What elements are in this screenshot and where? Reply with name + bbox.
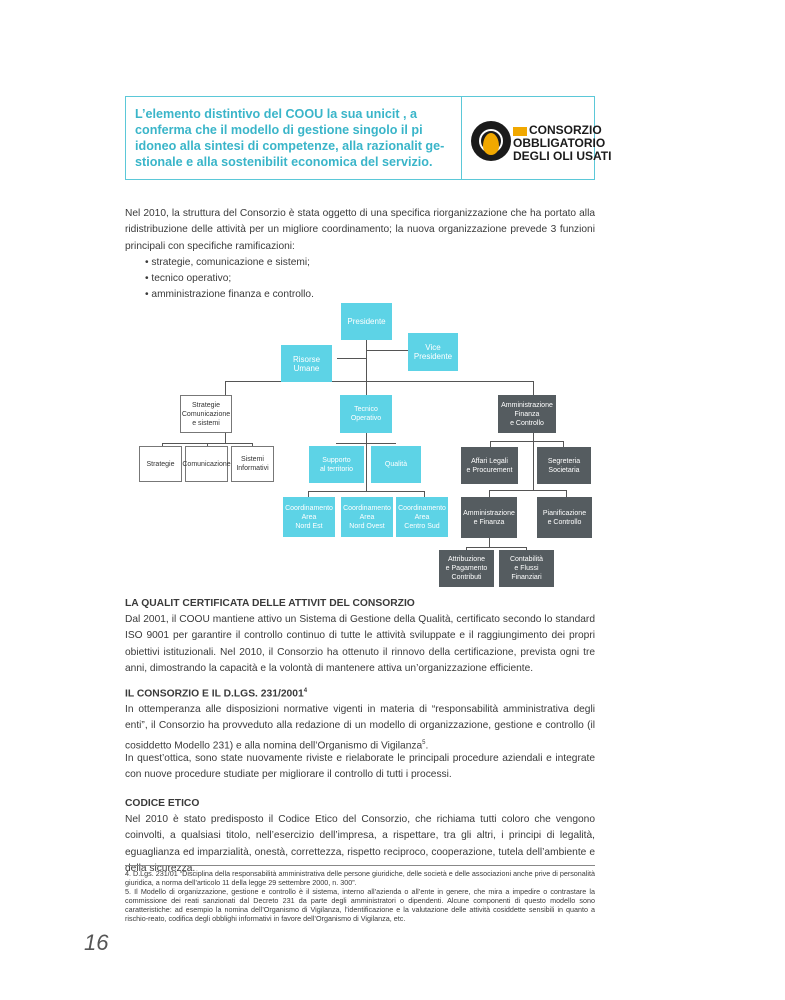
- highlight-divider: [461, 96, 462, 180]
- org-node-comunicazione: Comunicazione: [182, 446, 231, 482]
- highlight-text: L’elemento distintivo del COOU la sua un…: [135, 107, 445, 169]
- org-node-strategie-comunicazione: Strategie Comunicazione e sistemi: [180, 395, 232, 433]
- footnote-5: 5. Il Modello di organizzazione, gestion…: [125, 887, 595, 923]
- section-body-dlgs: In ottemperanza alle disposizioni normat…: [125, 704, 595, 751]
- org-node-qualita: Qualità: [371, 446, 421, 483]
- bullet-item: • amministrazione finanza e controllo.: [145, 289, 314, 300]
- footnote-divider: [125, 865, 595, 866]
- intro-paragraph: Nel 2010, la struttura del Consorzio è s…: [125, 208, 595, 252]
- org-node-sistemi-informativi: Sistemi Informativi: [231, 446, 274, 482]
- org-node-coord-nord-est: Coordinamento Area Nord Est: [283, 497, 335, 537]
- section-body-dlgs-2: In quest’ottica, sono state nuovamente r…: [125, 753, 595, 781]
- section-body-qualita: Dal 2001, il COOU mantiene attivo un Sis…: [125, 614, 595, 674]
- page-number: 16: [84, 930, 109, 955]
- org-node-coord-nord-ovest: Coordinamento Area Nord Ovest: [341, 497, 393, 537]
- oil-drop-icon: [483, 133, 499, 155]
- org-node-amministrazione-finanza: Amministrazione e Finanza: [461, 497, 517, 538]
- logo-accent-bar: [513, 127, 527, 136]
- section-title-qualita: LA QUALIT CERTIFICATA DELLE ATTIVIT DEL …: [125, 598, 415, 609]
- org-node-presidente: Presidente: [341, 303, 392, 340]
- org-node-risorse-umane: Risorse Umane: [281, 345, 332, 382]
- logo-text-line3: DEGLI OLI USATI: [513, 149, 612, 163]
- section-body-codice-etico: Nel 2010 è stato predisposto il Codice E…: [125, 814, 595, 874]
- org-node-segreteria: Segreteria Societaria: [537, 447, 591, 484]
- bullet-item: • strategie, comunicazione e sistemi;: [145, 257, 310, 268]
- section-title-dlgs: IL CONSORZIO E IL D.LGS. 231/20014: [125, 688, 308, 700]
- org-node-amministrazione: Amministrazione Finanza e Controllo: [498, 395, 556, 433]
- logo-text-line1: CONSORZIO: [529, 123, 602, 137]
- org-node-attribuzione: Attribuzione e Pagamento Contributi: [439, 550, 494, 587]
- org-node-coord-centro-sud: Coordinamento Area Centro Sud: [396, 497, 448, 537]
- org-node-strategie: Strategie: [139, 446, 182, 482]
- org-node-supporto-territorio: Supporto al territorio: [309, 446, 364, 483]
- org-node-pianificazione: Pianificazione e Controllo: [537, 497, 592, 538]
- org-node-tecnico-operativo: Tecnico Operativo: [340, 395, 392, 433]
- section-title-codice-etico: CODICE ETICO: [125, 798, 200, 809]
- org-node-affari-legali: Affari Legali e Procurement: [461, 447, 518, 484]
- logo-text-line2: OBBLIGATORIO: [513, 136, 606, 150]
- highlight-box: [125, 96, 595, 180]
- bullet-item: • tecnico operativo;: [145, 273, 232, 284]
- footnote-4: 4. D.Lgs. 231/01 “Disciplina della respo…: [125, 869, 595, 887]
- org-node-vice-presidente: Vice Presidente: [408, 333, 458, 371]
- org-node-contabilita: Contabilità e Flussi Finanziari: [499, 550, 554, 587]
